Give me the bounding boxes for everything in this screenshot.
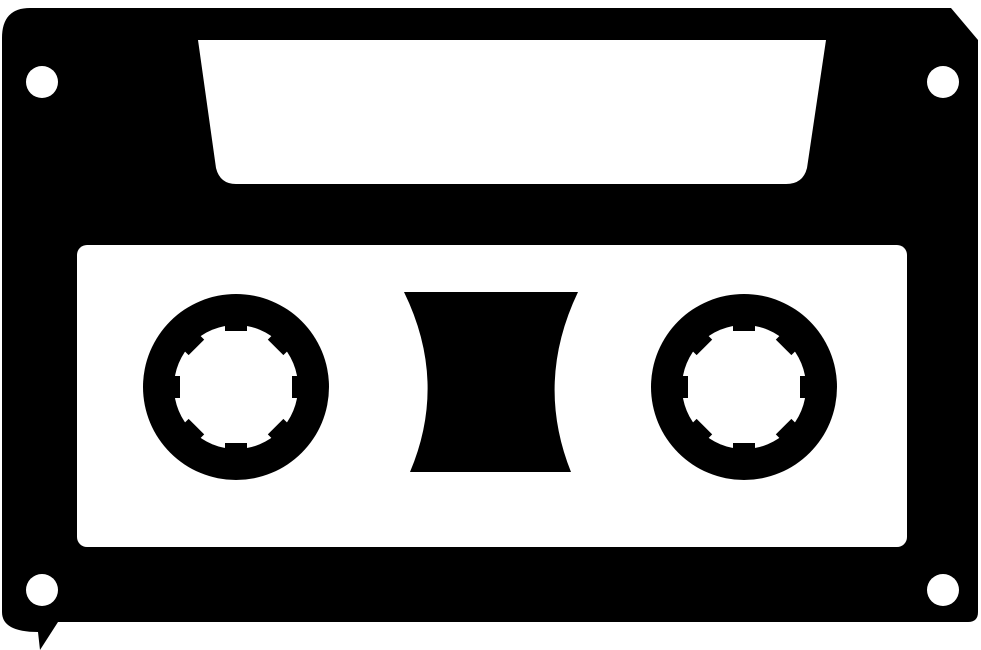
screw-hole-bottom-right (927, 574, 959, 606)
tape-center-block (404, 292, 578, 472)
label-area (198, 40, 826, 184)
screw-hole-top-right (927, 66, 959, 98)
right-reel-teeth (676, 319, 812, 455)
screw-hole-bottom-left (26, 574, 58, 606)
screw-hole-top-left (26, 66, 58, 98)
left-reel (143, 294, 329, 480)
right-reel (651, 294, 837, 480)
left-reel-teeth (168, 319, 304, 455)
